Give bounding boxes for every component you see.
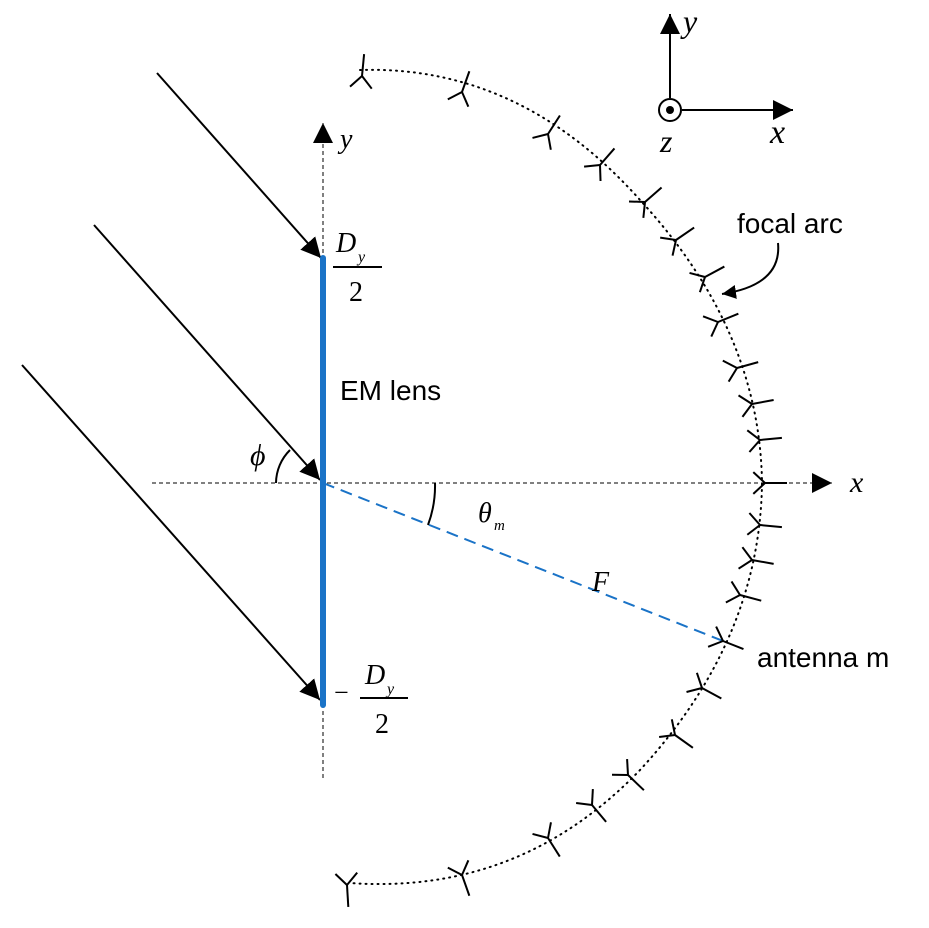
dy-top-denominator: 2 <box>349 277 363 308</box>
focal-length-line <box>322 482 724 642</box>
antenna-element <box>628 186 663 219</box>
antenna-element <box>532 822 561 858</box>
focal-arc <box>349 68 764 886</box>
incident-ray-1 <box>156 72 322 259</box>
antenna-element <box>447 859 471 897</box>
antenna-element <box>738 546 774 570</box>
dy-bot-numerator: D <box>364 660 385 691</box>
coord-y-label: y <box>680 3 698 39</box>
focal-arc-pointer <box>721 242 780 299</box>
dy-top-numerator: D <box>335 228 356 259</box>
antenna-element <box>575 788 607 823</box>
antenna-element <box>737 394 774 418</box>
incident-ray-2 <box>93 224 321 481</box>
antenna-element <box>659 719 694 749</box>
coord-z-label: z <box>659 123 673 159</box>
antenna-element <box>746 429 782 453</box>
antenna-element <box>532 114 561 150</box>
coordinate-system <box>658 14 793 122</box>
coord-x-label: x <box>769 114 785 151</box>
focal-arc-label: focal arc <box>737 208 843 239</box>
em-lens-label: EM lens <box>340 375 441 406</box>
antenna-element <box>334 872 358 908</box>
theta-angle-arc <box>427 482 437 526</box>
antenna-element <box>611 758 645 791</box>
dy-bot-minus: − <box>334 678 349 707</box>
phi-label: ϕ <box>250 439 266 472</box>
antenna-element <box>752 471 787 495</box>
antenna-m-label: antenna m <box>757 642 889 673</box>
antenna-element <box>722 359 759 383</box>
axis-y-label: y <box>337 124 353 155</box>
antenna-element <box>686 672 722 700</box>
dy-bot-denominator: 2 <box>375 709 389 740</box>
axis-x-label: x <box>849 466 864 499</box>
focal-length-label: F <box>591 567 610 598</box>
antenna-element <box>746 512 782 536</box>
theta-label: θ <box>478 498 492 529</box>
antenna-element <box>660 226 695 256</box>
theta-subscript: m <box>494 518 505 534</box>
antenna-element <box>349 54 373 90</box>
phi-angle-arc <box>275 449 291 484</box>
incident-ray-3 <box>21 364 321 701</box>
antenna-element <box>689 265 725 293</box>
antenna-element <box>447 70 471 108</box>
antenna-element <box>583 147 616 182</box>
coord-z-dot <box>666 106 674 114</box>
dy-top-subscript: y <box>356 249 366 266</box>
antenna-array <box>334 54 787 908</box>
antenna-element <box>725 580 762 604</box>
antenna-element <box>702 312 739 337</box>
antenna-element <box>707 626 744 651</box>
dy-bot-subscript: y <box>385 681 395 698</box>
